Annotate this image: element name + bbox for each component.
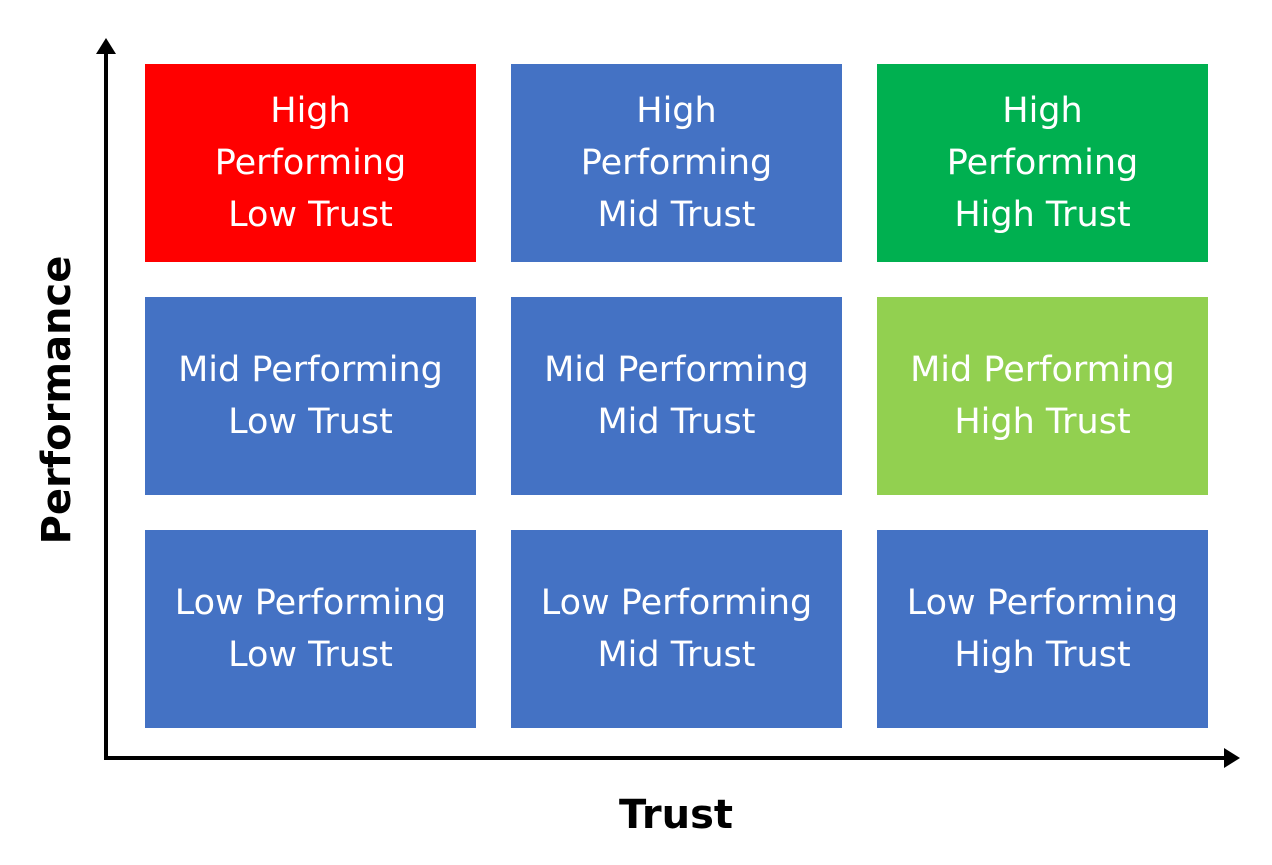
cell-line: High Trust — [954, 402, 1131, 442]
cell-line: Mid Performing — [910, 350, 1175, 390]
cell-low-performing-high-trust: Low Performing High Trust — [877, 530, 1208, 728]
cell-mid-performing-mid-trust: Mid Performing Mid Trust — [511, 297, 842, 495]
cell-line: High — [1002, 91, 1083, 131]
cell-line: Mid Trust — [597, 402, 756, 442]
x-axis-label: Trust — [618, 792, 734, 838]
cell-line: High — [636, 91, 717, 131]
cell-high-performing-mid-trust: High Performing Mid Trust — [511, 64, 842, 262]
x-axis-arrowhead — [1224, 748, 1240, 768]
y-axis-arrowhead — [96, 38, 116, 54]
cell-high-performing-low-trust: High Performing Low Trust — [145, 64, 476, 262]
cell-line: Performing — [946, 143, 1139, 183]
cell-line: Low Performing — [540, 583, 813, 623]
cell-line: Low Trust — [228, 195, 393, 235]
cell-low-performing-mid-trust: Low Performing Mid Trust — [511, 530, 842, 728]
cell-line: Low Trust — [228, 635, 393, 675]
y-axis-label: Performance — [34, 255, 80, 545]
cell-line: Low Performing — [906, 583, 1179, 623]
cell-line: Low Performing — [174, 583, 447, 623]
cell-line: Mid Trust — [597, 635, 756, 675]
cell-line: Mid Performing — [178, 350, 443, 390]
cell-mid-performing-high-trust: Mid Performing High Trust — [877, 297, 1208, 495]
cell-line: High — [270, 91, 351, 131]
cell-line: High Trust — [954, 195, 1131, 235]
cell-line: Mid Trust — [597, 195, 756, 235]
cell-low-performing-low-trust: Low Performing Low Trust — [145, 530, 476, 728]
cell-high-performing-high-trust: High Performing High Trust — [877, 64, 1208, 262]
cell-line: Mid Performing — [544, 350, 809, 390]
cell-line: Performing — [214, 143, 407, 183]
cell-mid-performing-low-trust: Mid Performing Low Trust — [145, 297, 476, 495]
cell-line: Low Trust — [228, 402, 393, 442]
cell-line: High Trust — [954, 635, 1131, 675]
cell-line: Performing — [580, 143, 773, 183]
